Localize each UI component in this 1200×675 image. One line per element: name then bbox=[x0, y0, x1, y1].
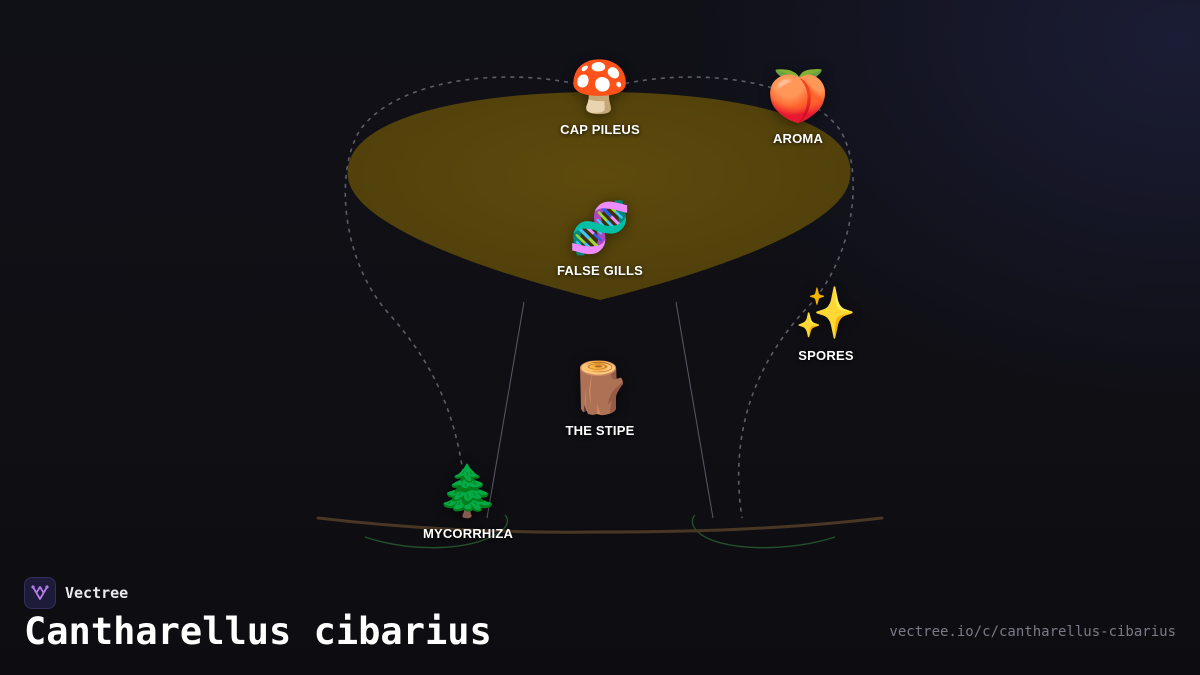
node-label: FALSE GILLS bbox=[557, 263, 643, 278]
root-left bbox=[364, 514, 509, 549]
wood-log-icon: 🪵 bbox=[568, 359, 632, 417]
node-the-stipe[interactable]: 🪵 THE STIPE bbox=[566, 361, 635, 438]
node-label: AROMA bbox=[772, 131, 824, 146]
node-label: MYCORRHIZA bbox=[422, 526, 514, 541]
page-title: Cantharellus cibarius bbox=[24, 610, 492, 653]
node-cap-pileus[interactable]: 🍄 CAP PILEUS bbox=[560, 60, 640, 137]
brand[interactable]: Vectree bbox=[24, 577, 128, 609]
node-label: SPORES bbox=[798, 348, 854, 363]
mushroom-icon: 🍄 bbox=[568, 58, 632, 116]
ground-line bbox=[316, 516, 884, 534]
dna-icon: 🧬 bbox=[568, 199, 632, 257]
node-aroma[interactable]: 🍑 AROMA bbox=[767, 69, 829, 146]
page-url[interactable]: vectree.io/c/cantharellus-cibarius bbox=[889, 624, 1176, 640]
sparkles-icon: ✨ bbox=[794, 284, 858, 342]
node-spores[interactable]: ✨ SPORES bbox=[795, 286, 857, 363]
node-label: CAP PILEUS bbox=[560, 122, 640, 137]
root-right bbox=[691, 514, 836, 549]
dashed-outline bbox=[344, 76, 854, 519]
node-label: THE STIPE bbox=[565, 423, 635, 438]
peach-icon: 🍑 bbox=[766, 67, 830, 125]
stipe-line-right bbox=[675, 301, 714, 519]
brand-name: Vectree bbox=[65, 584, 129, 602]
node-mycorrhiza[interactable]: 🌲 MYCORRHIZA bbox=[423, 464, 513, 541]
node-false-gills[interactable]: 🧬 FALSE GILLS bbox=[557, 201, 643, 278]
vectree-logo-icon bbox=[24, 577, 56, 609]
cap-shape bbox=[347, 92, 851, 300]
stipe-line-left bbox=[486, 301, 525, 519]
evergreen-tree-icon: 🌲 bbox=[436, 462, 500, 520]
